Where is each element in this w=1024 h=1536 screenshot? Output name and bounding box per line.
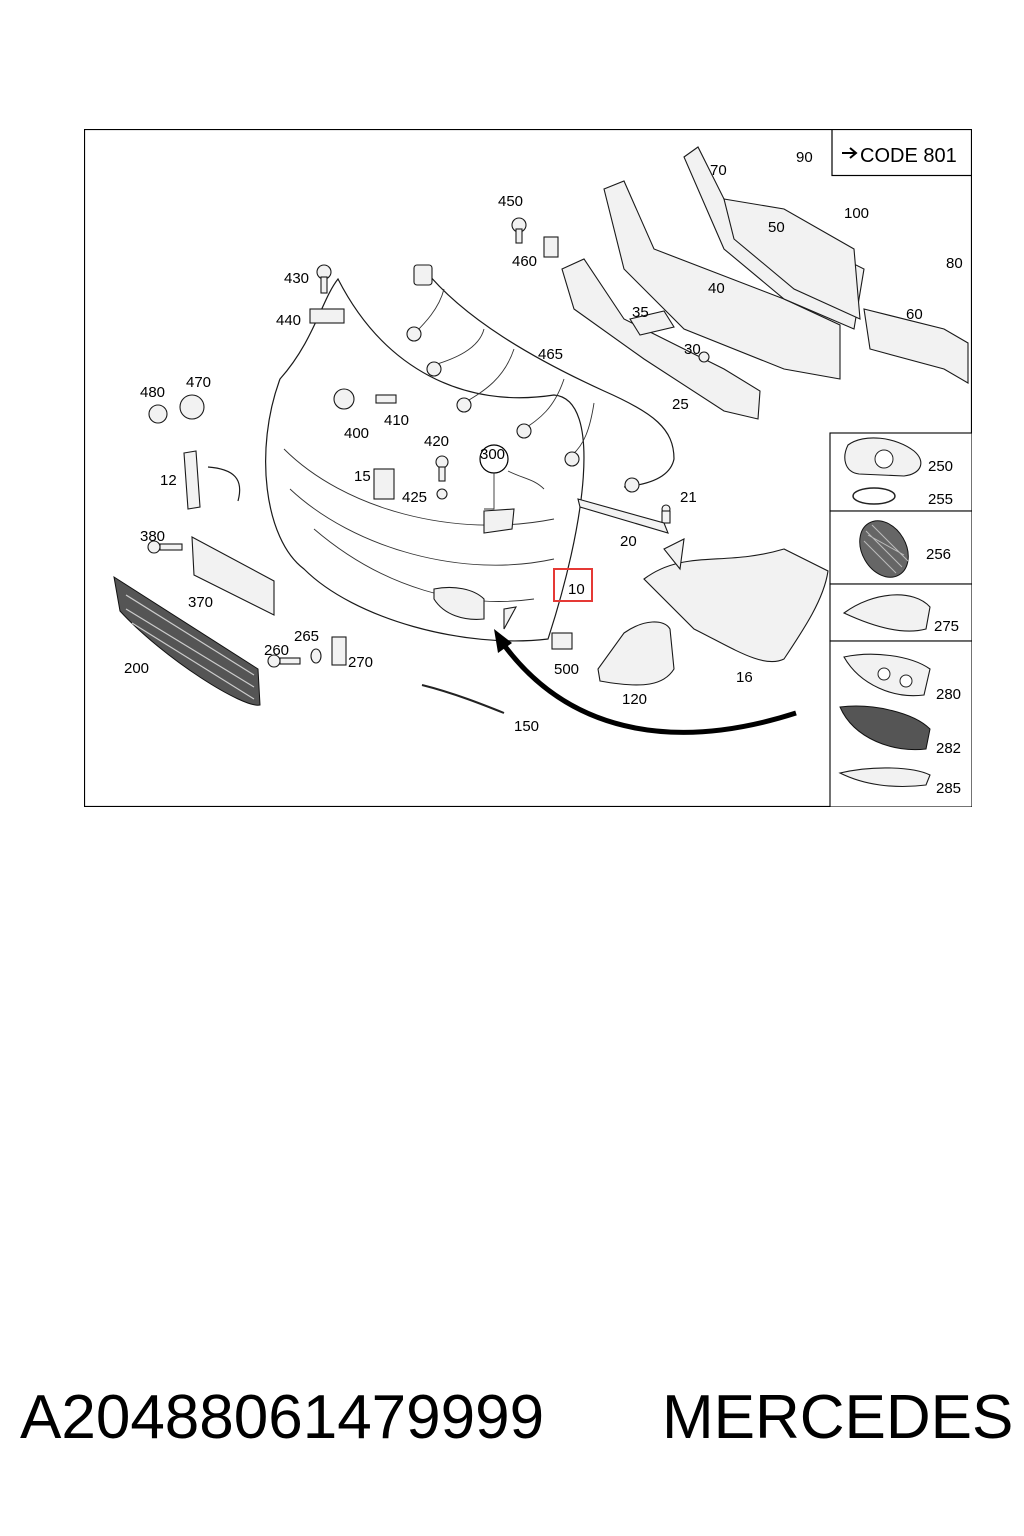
code-label: CODE 801: [860, 145, 957, 167]
callout-460: 460: [512, 253, 537, 270]
callout-260: 260: [264, 642, 289, 659]
callout-380: 380: [140, 528, 165, 545]
callout-285: 285: [936, 780, 961, 797]
callout-16: 16: [736, 669, 753, 686]
callout-50: 50: [768, 219, 785, 236]
arch-liner: [597, 621, 675, 686]
callout-440: 440: [276, 312, 301, 329]
callout-35: 35: [632, 304, 649, 321]
brand-name: MERCEDES: [662, 1383, 1014, 1452]
arrow-right-icon: [842, 147, 858, 159]
callout-410: 410: [384, 412, 409, 429]
callout-280: 280: [936, 686, 961, 703]
exploded-view-drawing: CODE 801: [84, 129, 972, 807]
parts-diagram: CODE 801: [84, 129, 972, 807]
callout-256: 256: [926, 546, 951, 563]
code-801-box: CODE 801: [831, 129, 972, 177]
callout-20: 20: [620, 533, 637, 550]
callout-370: 370: [188, 594, 213, 611]
callout-500: 500: [554, 661, 579, 678]
crossmembers: [561, 146, 969, 420]
callout-450: 450: [498, 193, 523, 210]
callout-21: 21: [680, 489, 697, 506]
callout-30: 30: [684, 341, 701, 358]
callout-265: 265: [294, 628, 319, 645]
wiring-harness: [406, 264, 675, 493]
pointer-arrow: [501, 643, 797, 735]
callout-270: 270: [348, 654, 373, 671]
callout-200: 200: [124, 660, 149, 677]
lower-grille: [113, 575, 261, 706]
callout-420: 420: [424, 433, 449, 450]
side-panel: [829, 432, 972, 807]
highlight-box: [553, 568, 593, 602]
callout-12: 12: [160, 472, 177, 489]
callout-15: 15: [354, 468, 371, 485]
callout-40: 40: [708, 280, 725, 297]
callout-430: 430: [284, 270, 309, 287]
callout-60: 60: [906, 306, 923, 323]
callout-100: 100: [844, 205, 869, 222]
trim-strip: [421, 684, 505, 714]
callout-480: 480: [140, 384, 165, 401]
callout-250: 250: [928, 458, 953, 475]
callout-90: 90: [796, 149, 813, 166]
fasteners: [147, 217, 710, 668]
callout-150: 150: [514, 718, 539, 735]
bumper-cover: [265, 277, 585, 642]
callout-300: 300: [480, 446, 505, 463]
callout-10: 10: [568, 581, 585, 598]
callout-465: 465: [538, 346, 563, 363]
part-number: A20488061479999: [20, 1383, 545, 1452]
callout-25: 25: [672, 396, 689, 413]
callout-470: 470: [186, 374, 211, 391]
callout-425: 425: [402, 489, 427, 506]
callout-282: 282: [936, 740, 961, 757]
footer: A20488061479999 MERCEDES: [0, 1382, 1024, 1472]
callout-120: 120: [622, 691, 647, 708]
callout-400: 400: [344, 425, 369, 442]
callout-labels: 10 12 15 16 20 21 25 30 35 40 50 60 70 8…: [124, 149, 963, 797]
callout-80: 80: [946, 255, 963, 272]
side-bracket: [643, 548, 829, 663]
callout-70: 70: [710, 162, 727, 179]
callout-255: 255: [928, 491, 953, 508]
callout-275: 275: [934, 618, 959, 635]
